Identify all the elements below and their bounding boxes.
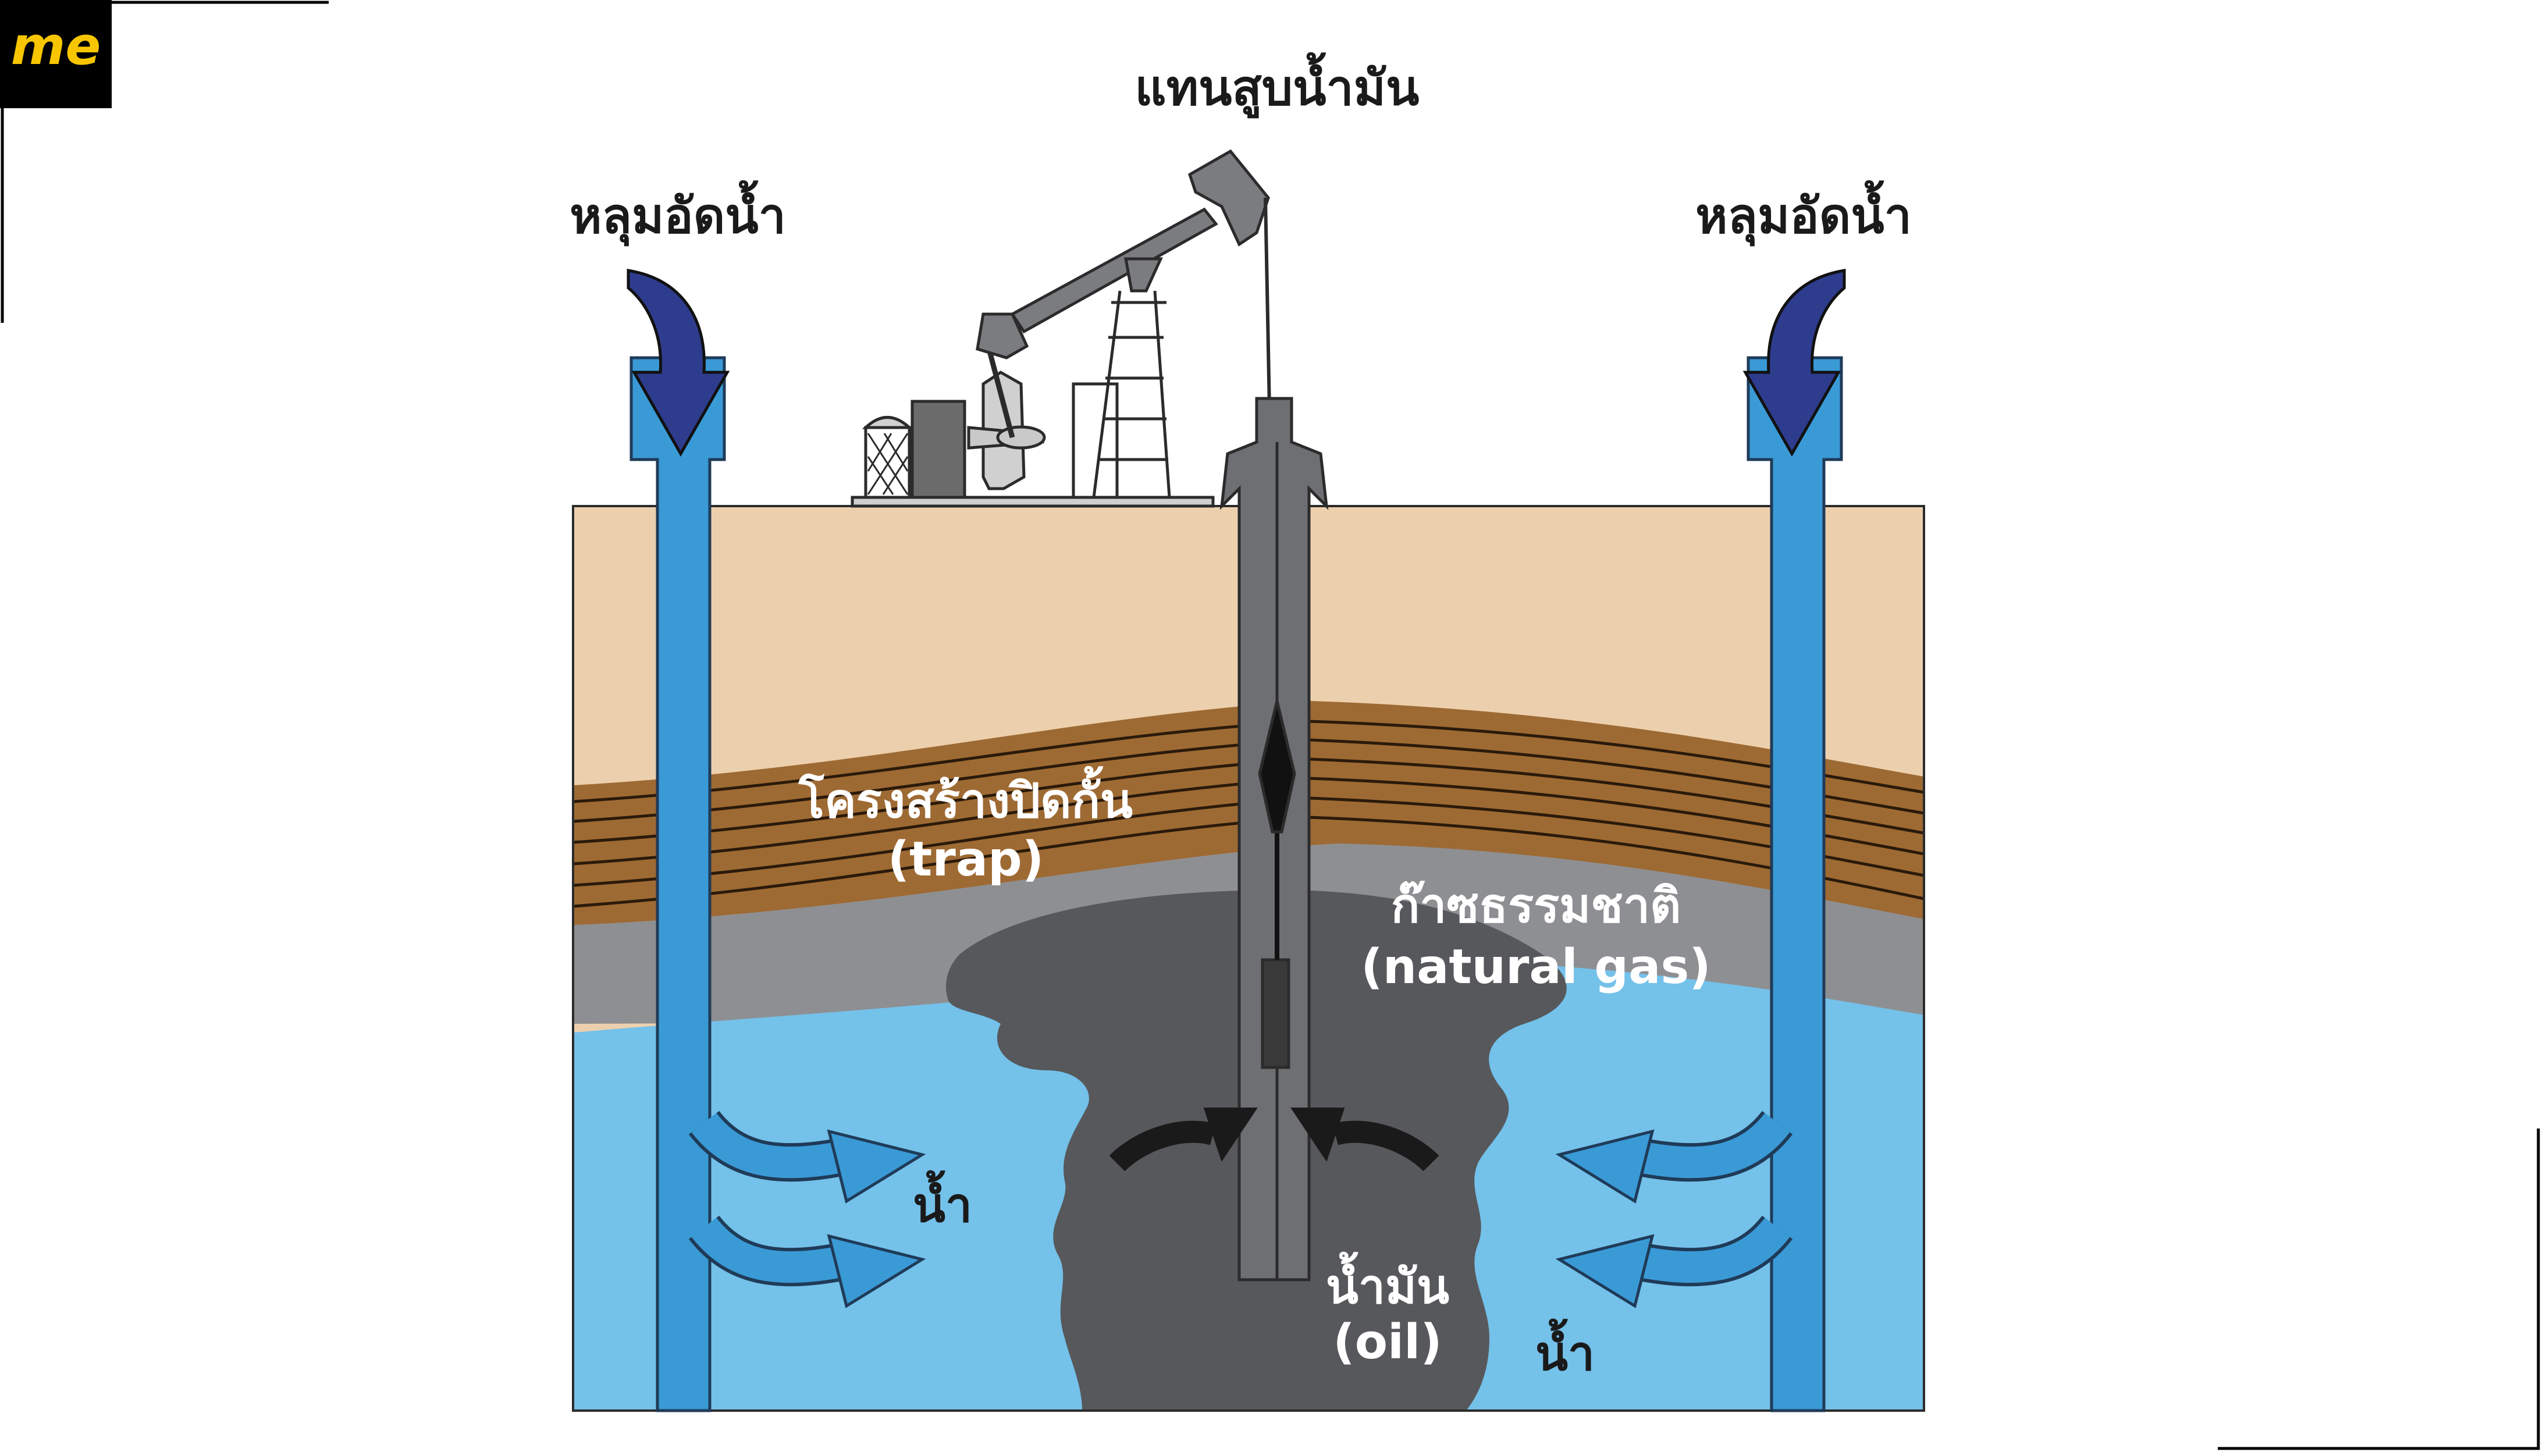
oil-label-th: น้ำมัน xyxy=(1326,1251,1449,1315)
brand-logo: me xyxy=(0,0,112,108)
oil-label-en: (oil) xyxy=(1333,1315,1442,1370)
production-well xyxy=(1219,397,1329,1281)
gas-label-en: (natural gas) xyxy=(1361,939,1711,995)
injection-left-label: หลุมอัดน้ำ xyxy=(570,180,786,247)
pump-label: แทนสูบน้ำมัน xyxy=(1135,52,1420,119)
injection-well-left xyxy=(627,269,926,1412)
water-label-right: น้ำ xyxy=(1535,1318,1595,1382)
trap-label-en: (trap) xyxy=(888,832,1044,887)
injection-right-label: หลุมอัดน้ำ xyxy=(1695,180,1912,247)
logo-text: me xyxy=(11,16,101,77)
gas-label-th: ก๊าซธรรมชาติ xyxy=(1391,878,1681,934)
labels: แทนสูบน้ำมัน หลุมอัดน้ำ หลุมอัดน้ำ โครงส… xyxy=(570,52,1912,1382)
injection-well-right xyxy=(1555,269,1846,1412)
water-label-left: น้ำ xyxy=(913,1170,972,1233)
pump-jack xyxy=(851,149,1282,955)
oil-flow-arrows xyxy=(1109,1108,1439,1172)
trap-label-th: โครงสร้างปิดกั้น xyxy=(798,766,1133,829)
